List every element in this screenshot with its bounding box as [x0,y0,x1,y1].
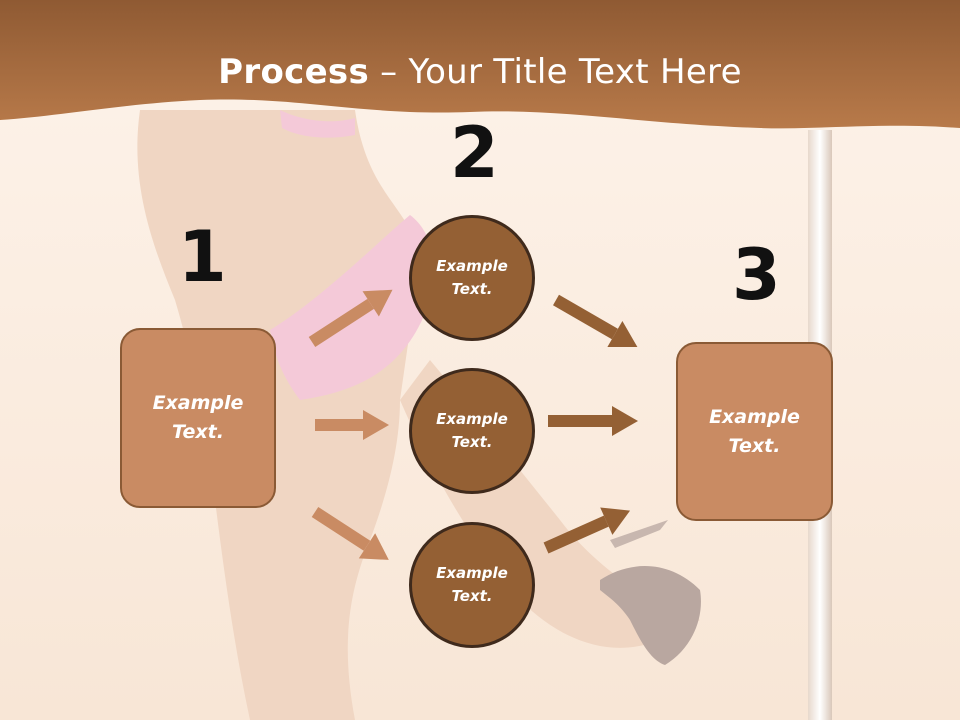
title-rest: – Your Title Text Here [369,52,742,92]
right-box-line2: Text. [728,434,781,457]
title-banner [0,0,960,129]
title-bold: Process [218,52,370,92]
circle-top-line1: Example [436,257,508,275]
left-box-line1: Example [152,392,244,414]
circle-middle-line2: Text. [451,433,493,451]
left-box: Example Text. [120,328,276,508]
circle-bottom: Example Text. [409,522,535,648]
circle-top-line2: Text. [451,280,493,298]
step-number-2: 2 [450,112,499,194]
slide-title: Process – Your Title Text Here [0,52,960,92]
right-box-line1: Example [709,405,800,428]
circle-top: Example Text. [409,215,535,341]
left-box-line2: Text. [172,421,224,443]
circle-bottom-line1: Example [436,564,508,582]
step-number-3: 3 [732,234,781,316]
circle-middle-line1: Example [436,410,508,428]
circle-bottom-line2: Text. [451,587,493,605]
right-box: Example Text. [676,342,833,521]
step-number-1: 1 [178,216,227,298]
circle-middle: Example Text. [409,368,535,494]
